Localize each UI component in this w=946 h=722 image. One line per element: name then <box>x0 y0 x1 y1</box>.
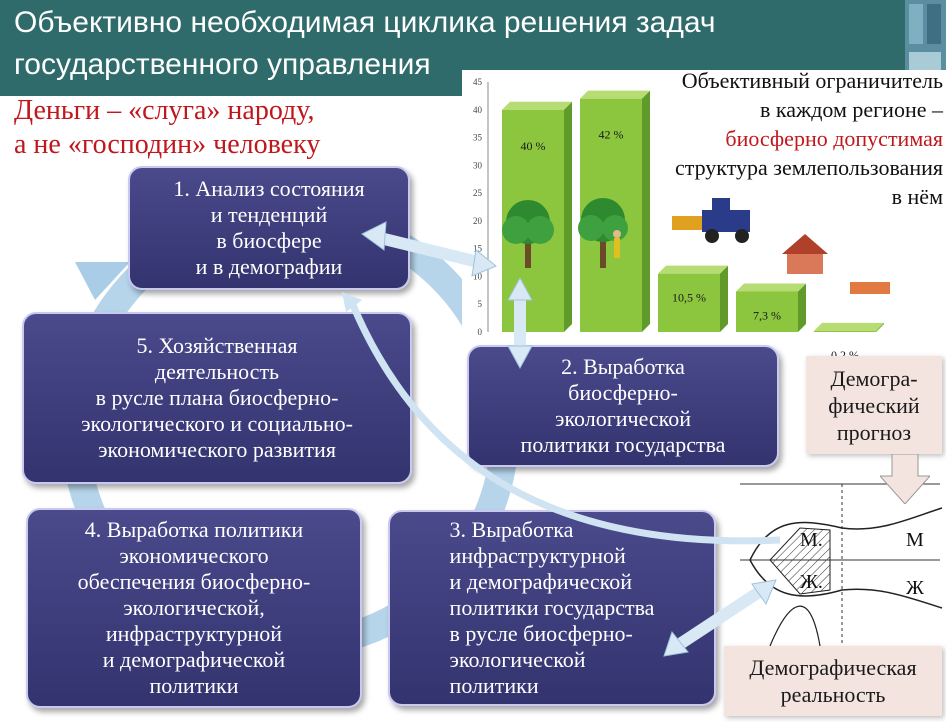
bar-data-label: 10,5 % <box>672 291 706 305</box>
step-4-economic-policy-box: 4. Выработка политики экономического обе… <box>26 508 362 708</box>
bar-top <box>736 283 806 291</box>
reality-callout: Демографическая реальность <box>724 646 942 716</box>
bar-top <box>658 266 728 274</box>
forecast-callout-text: Демогра- фический прогноз <box>828 365 919 446</box>
pyramid-label-female-left: Ж. <box>800 571 823 593</box>
bar-side <box>720 266 728 332</box>
step-2-biosphere-policy-box: 2. Выработка биосферно- экологической по… <box>467 345 779 467</box>
step-5-economic-activity-box: 5. Хозяйственная деятельность в русле пл… <box>22 312 412 484</box>
y-tick-label: 45 <box>473 77 483 87</box>
chart-caption-line-3: биосферно допустимая <box>585 124 943 153</box>
chart-caption-line-5: в нём <box>585 182 943 211</box>
y-tick-label: 15 <box>473 244 483 254</box>
bar-data-label: 7,3 % <box>753 308 781 322</box>
bar-side <box>564 102 572 332</box>
pyramid-label-male-left: М. <box>800 529 823 551</box>
y-tick-label: 0 <box>478 327 483 337</box>
chart-caption-line-4: структура землепользования <box>585 153 943 182</box>
chart-caption-line-1: Объективный ограничитель <box>585 66 943 95</box>
bar <box>814 331 876 332</box>
step-3-infrastructure-policy-box: 3. Выработка инфраструктурной и демограф… <box>388 510 716 706</box>
bar-top <box>502 102 572 110</box>
reality-callout-text: Демографическая реальность <box>749 654 916 708</box>
chart-caption: Объективный ограничитель в каждом регион… <box>585 66 943 211</box>
bar-top <box>814 323 884 331</box>
step-1-text: 1. Анализ состояния и тенденций в биосфе… <box>173 176 364 280</box>
step-3-text: 3. Выработка инфраструктурной и демограф… <box>450 517 655 699</box>
forecast-arrow-icon <box>880 454 930 504</box>
step-4-text: 4. Выработка политики экономического обе… <box>78 517 311 699</box>
y-tick-label: 10 <box>473 271 483 281</box>
small-buildings-icon <box>850 282 890 294</box>
y-tick-label: 5 <box>478 299 483 309</box>
pyramid-label-female-right: Ж <box>906 577 924 599</box>
pyramid-label-male-right: М <box>906 529 924 551</box>
y-tick-label: 20 <box>473 216 483 226</box>
chart-caption-line-2: в каждом регионе – <box>585 95 943 124</box>
forecast-callout: Демогра- фический прогноз <box>806 356 942 454</box>
bar-side <box>798 283 806 332</box>
y-tick-label: 25 <box>473 188 483 198</box>
y-tick-label: 40 <box>473 105 483 115</box>
y-tick-label: 30 <box>473 160 483 170</box>
step-5-text: 5. Хозяйственная деятельность в русле пл… <box>81 333 353 463</box>
step-1-analysis-box: 1. Анализ состояния и тенденций в биосфе… <box>128 166 410 290</box>
y-tick-label: 35 <box>473 133 483 143</box>
bar-data-label: 40 % <box>521 139 546 153</box>
step-2-text: 2. Выработка биосферно- экологической по… <box>521 354 726 458</box>
